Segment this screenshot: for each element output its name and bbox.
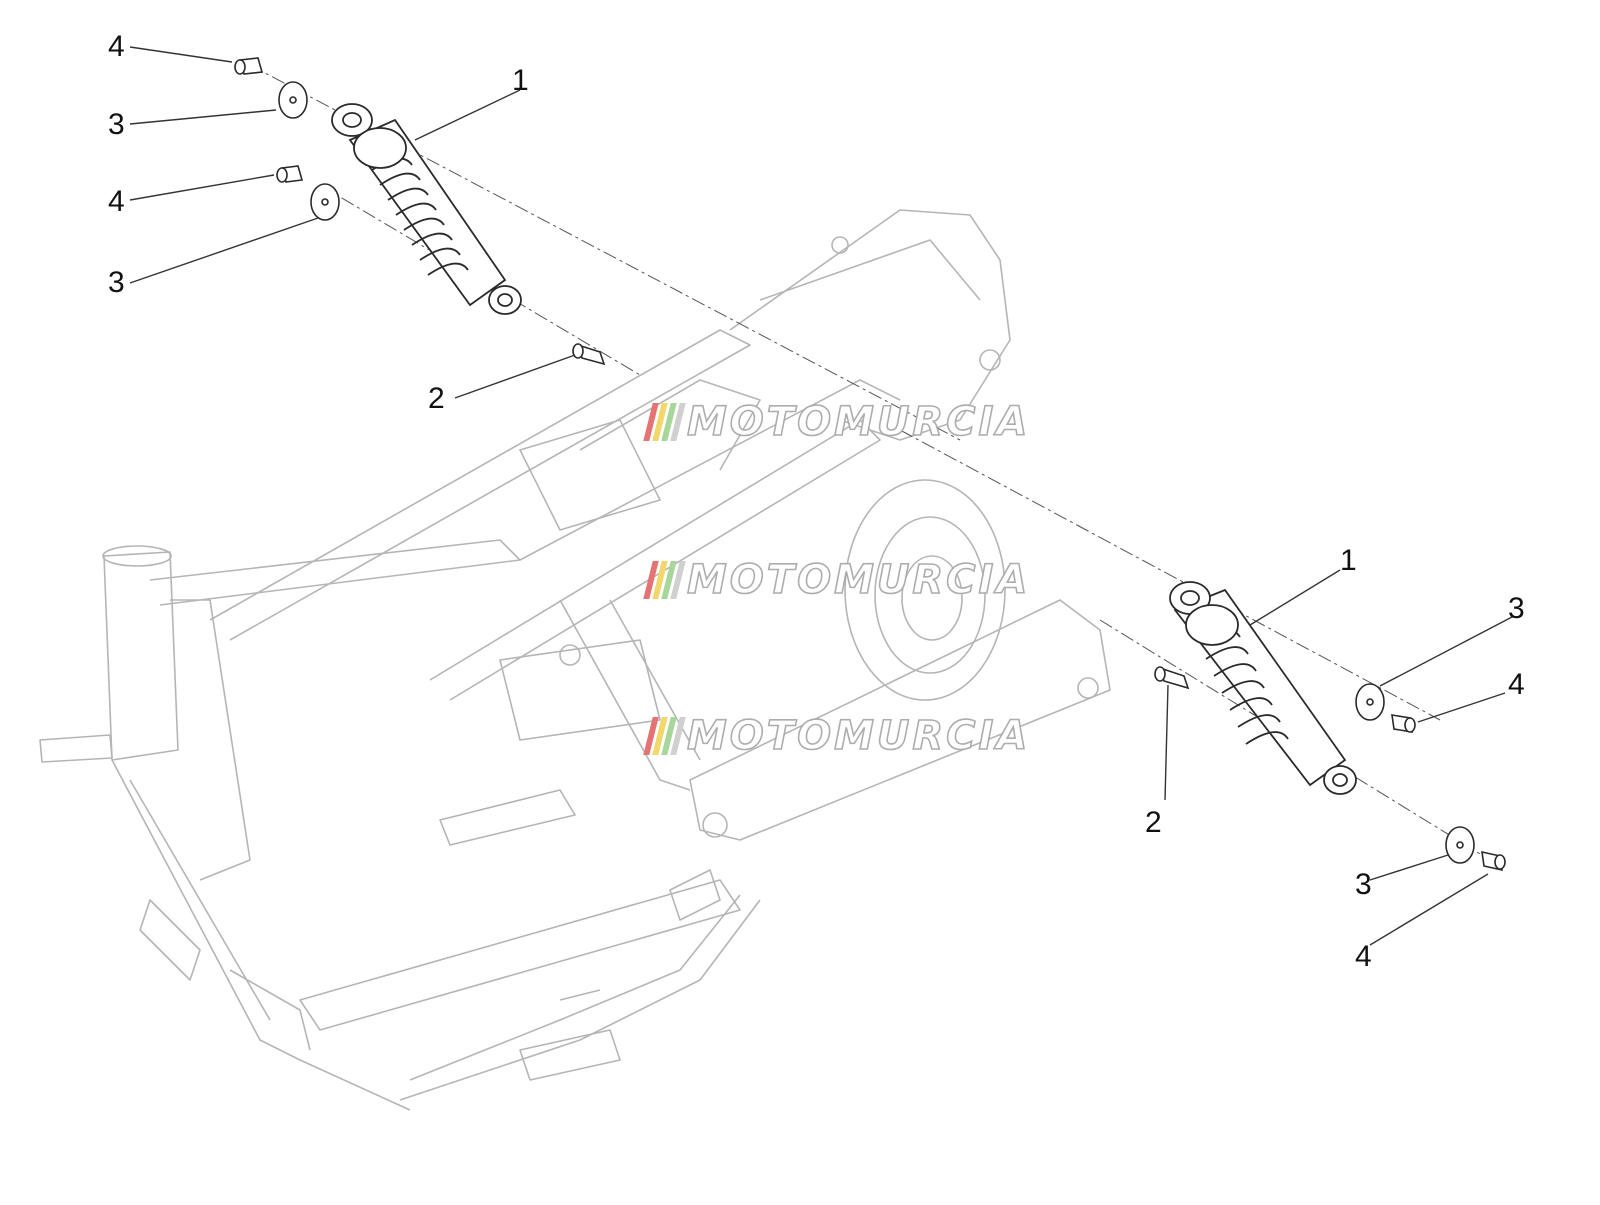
callout-shock-absorber-upper: 1 — [512, 64, 529, 97]
callout-pin-lower: 2 — [1145, 806, 1162, 839]
watermark-2: MOTOMURCIA — [643, 556, 1031, 604]
hardware-parts — [234, 57, 1506, 872]
watermark-1: MOTOMURCIA — [643, 398, 1031, 446]
scooter-frame — [39, 209, 1111, 1111]
callout-washer-right-1: 3 — [1508, 592, 1525, 625]
callout-washer-upper-2: 3 — [108, 266, 125, 299]
shock-absorber-upper — [331, 103, 522, 315]
callout-washer-right-2: 3 — [1355, 868, 1372, 901]
callout-screw-right-2: 4 — [1355, 940, 1372, 973]
leader-lines — [129, 46, 1513, 946]
watermark-3: MOTOMURCIA — [643, 712, 1031, 760]
callout-washer-upper-1: 3 — [108, 108, 125, 141]
watermark-text: MOTOMURCIA — [686, 556, 1031, 604]
callout-shock-absorber-lower: 1 — [1340, 544, 1357, 577]
callout-screw-right-1: 4 — [1508, 668, 1525, 701]
callout-screw-upper-2: 4 — [108, 185, 125, 218]
watermark-text: MOTOMURCIA — [686, 398, 1031, 446]
watermark-text: MOTOMURCIA — [686, 712, 1031, 760]
callout-pin-upper: 2 — [428, 382, 445, 415]
shock-absorber-lower — [1169, 581, 1357, 795]
callout-screw-upper-1: 4 — [108, 30, 125, 63]
